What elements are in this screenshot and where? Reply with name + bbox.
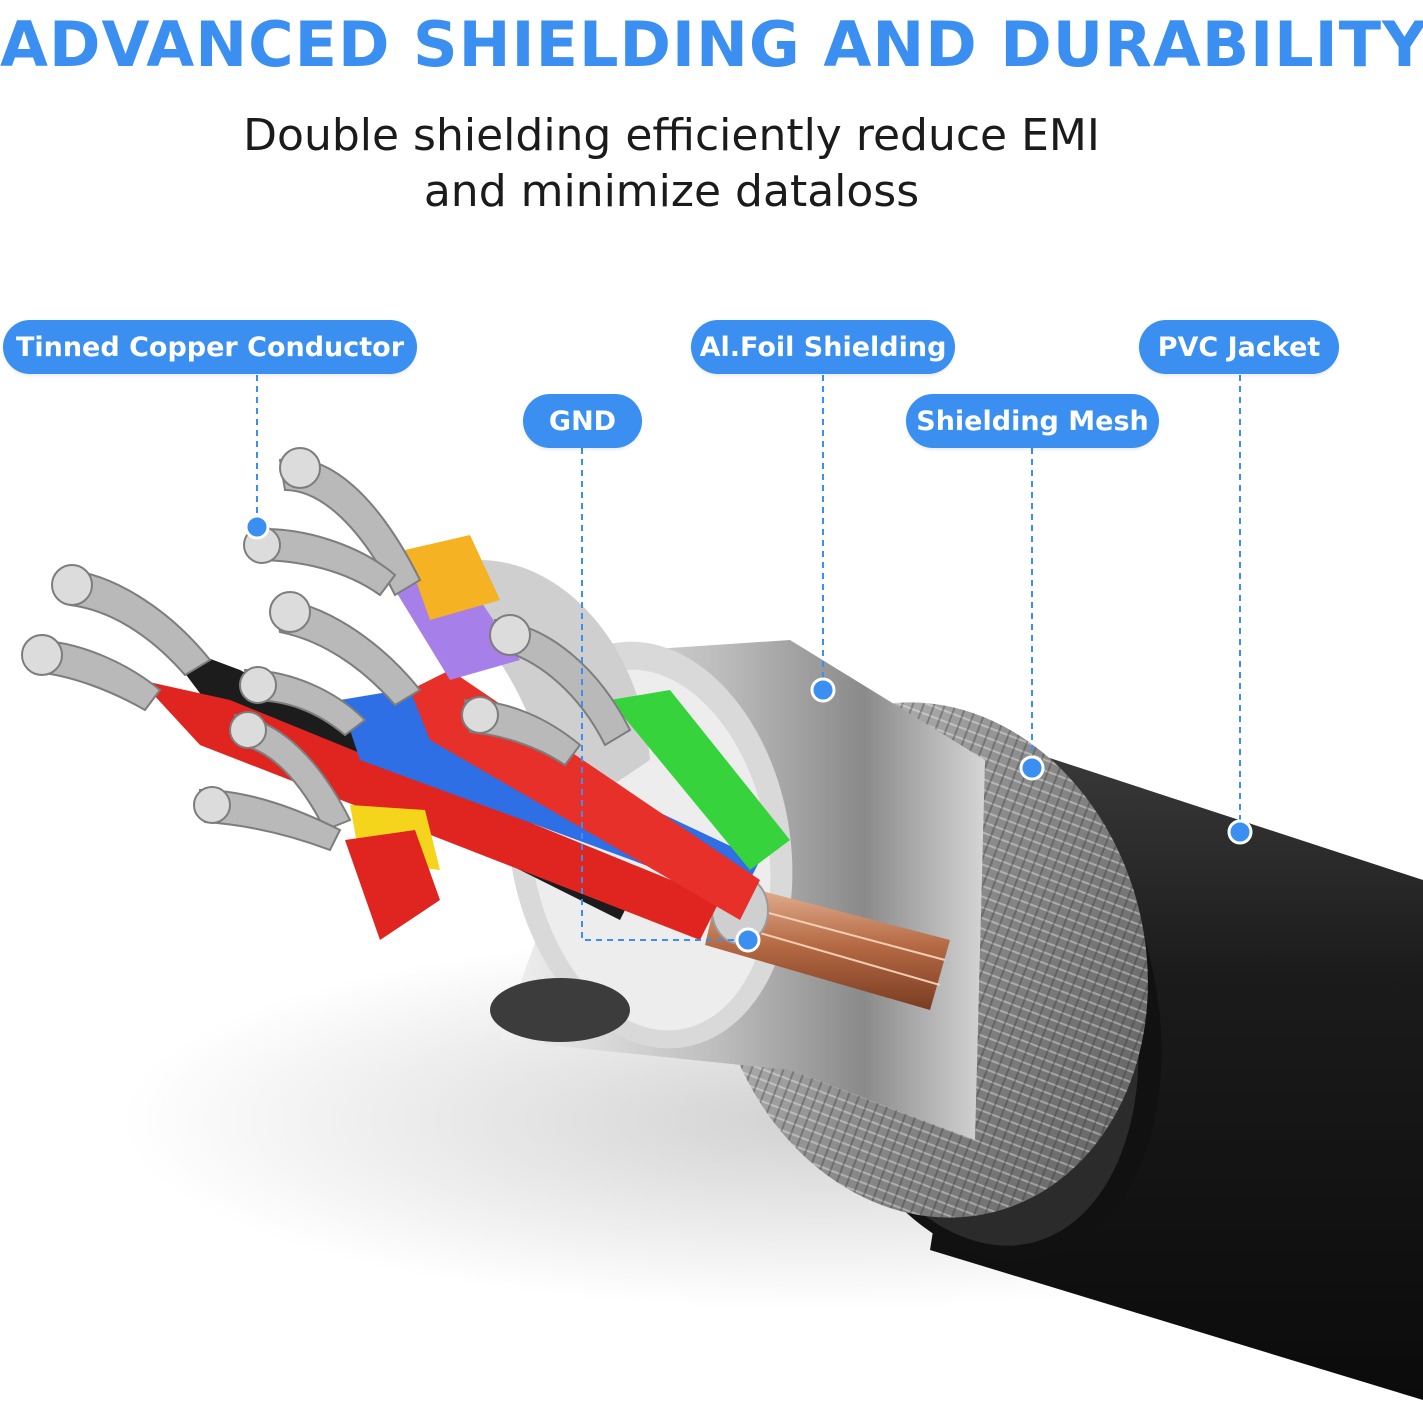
dot-al-foil <box>810 677 836 703</box>
callout-dots <box>244 514 1253 953</box>
subtitle-line-1: Double shielding efficiently reduce EMI <box>243 110 1100 161</box>
subtitle-line-2: and minimize dataloss <box>423 166 920 217</box>
headline: ADVANCED SHIELDING AND DURABILITY <box>0 8 1423 81</box>
dot-tinned-copper <box>244 514 270 540</box>
label-gnd: GND <box>523 394 642 448</box>
dot-gnd <box>735 927 761 953</box>
label-tinned-copper-conductor: Tinned Copper Conductor <box>3 320 417 374</box>
tinned-conductor-strands <box>21 447 632 852</box>
label-al-foil-shielding: Al.Foil Shielding <box>691 320 955 374</box>
label-shielding-mesh: Shielding Mesh <box>906 394 1159 448</box>
label-pvc-jacket: PVC Jacket <box>1139 320 1339 374</box>
callout-leaders <box>256 375 1241 941</box>
dot-pvc-jacket <box>1227 819 1253 845</box>
dot-shielding-mesh <box>1019 755 1045 781</box>
